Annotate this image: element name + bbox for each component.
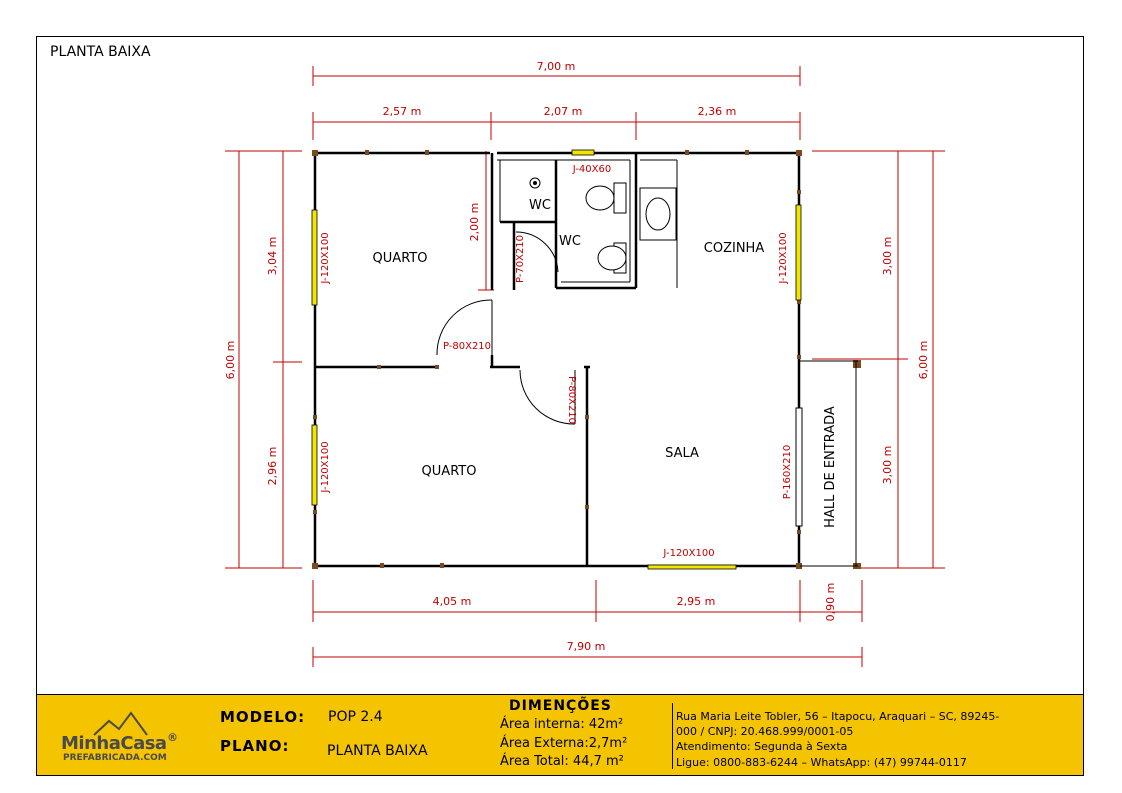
area-interna: Área interna: 42m²	[500, 717, 624, 732]
door-swings	[436, 231, 576, 425]
walls	[313, 151, 801, 568]
dim-bottom-seg2: 2,95 m	[677, 595, 716, 608]
label-p-quarto-top: P-80X210	[443, 341, 491, 352]
dim-top-seg3: 2,36 m	[698, 105, 737, 118]
address-line-1: Rua Maria Leite Tobler, 56 – Itapocu, Ar…	[676, 710, 1000, 723]
label-j-quarto-bottom: J-120X100	[320, 441, 331, 493]
dim-top-seg2: 2,07 m	[544, 105, 583, 118]
title-block: MinhaCasa ® PREFABRICADA.COM MODELO: POP…	[37, 694, 1083, 775]
roof-icon	[93, 711, 148, 736]
modelo-label: MODELO:	[220, 708, 306, 726]
dim-left-seg2: 2,96 m	[266, 447, 279, 486]
dim-wc-height: 2,00 m	[468, 203, 481, 242]
dim-bottom-total: 7,90 m	[567, 640, 606, 653]
room-sala: SALA	[665, 446, 699, 461]
logo-sub-text: PREFABRICADA.COM	[63, 753, 167, 763]
label-p-wc: P-70X210	[515, 235, 526, 283]
footer-divider	[672, 703, 673, 769]
room-quarto-bottom: QUARTO	[422, 464, 477, 479]
company-logo: MinhaCasa ® PREFABRICADA.COM	[39, 697, 207, 772]
dim-top-total: 7,00 m	[537, 60, 576, 73]
label-p-quarto-bottom: P-80X210	[566, 376, 577, 424]
label-j-quarto-top: J-120X100	[320, 232, 331, 284]
logo-registered: ®	[167, 731, 178, 744]
logo-main-text: MinhaCasa	[61, 733, 167, 754]
dim-bottom-seg3: 0,90 m	[824, 583, 837, 622]
dim-right-seg1: 3,00 m	[881, 237, 894, 276]
room-hall-entrada: HALL DE ENTRADA	[823, 406, 838, 528]
label-j-wc: J-40X60	[572, 164, 612, 175]
contact-info: Ligue: 0800-883-6244 – WhatsApp: (47) 99…	[676, 756, 967, 769]
dim-right-total: 6,00 m	[917, 341, 930, 380]
dim-bottom-seg1: 4,05 m	[433, 595, 472, 608]
modelo-value: POP 2.4	[328, 709, 383, 725]
room-wc-shower: WC	[529, 198, 551, 213]
room-cozinha: COZINHA	[704, 241, 765, 256]
dimensoes-title: DIMENÇÕES	[509, 698, 612, 714]
dim-left-total: 6,00 m	[224, 341, 237, 380]
bathroom-fixtures	[529, 177, 677, 274]
hall-structure	[795, 360, 858, 567]
plano-value: PLANTA BAIXA	[327, 743, 428, 759]
plano-label: PLANO:	[220, 737, 290, 755]
drawing-frame	[36, 36, 1084, 776]
label-j-cozinha: J-120X100	[778, 232, 789, 284]
area-externa: Área Externa:2,7m²	[500, 736, 628, 751]
room-quarto-top: QUARTO	[373, 251, 428, 266]
wall-posts	[312, 150, 861, 569]
label-j-sala: J-120X100	[662, 548, 714, 559]
sheet-title: PLANTA BAIXA	[50, 44, 151, 60]
dim-right-seg2: 3,00 m	[881, 446, 894, 485]
service-hours: Atendimento: Segunda à Sexta	[676, 740, 848, 753]
address-line-2: 000 / CNPJ: 20.468.999/0001-05	[676, 725, 854, 738]
windows	[311, 149, 802, 570]
area-total: Área Total: 44,7 m²	[500, 754, 624, 769]
dim-left-seg1: 3,04 m	[266, 237, 279, 276]
label-p-sala: P-160X210	[782, 445, 793, 499]
room-wc: WC	[559, 234, 581, 249]
dim-top-seg1: 2,57 m	[383, 105, 422, 118]
dimension-lines	[225, 66, 945, 667]
